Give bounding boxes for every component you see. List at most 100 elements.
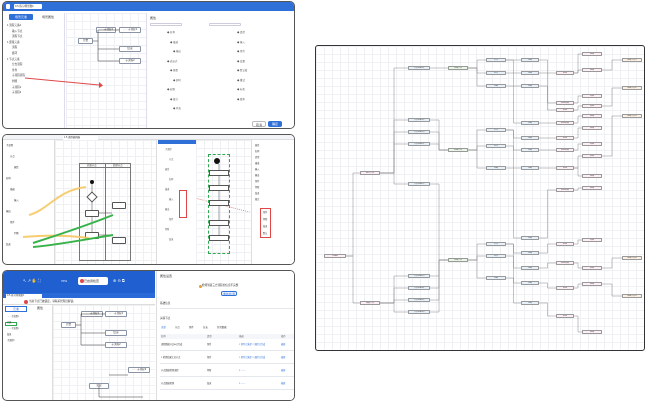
mindmap-node[interactable]: +节点流程1.3: [408, 130, 430, 134]
node-box[interactable]: 结束: [105, 330, 127, 336]
highlight-item[interactable]: 结束: [263, 226, 268, 228]
tree-item[interactable]: 循环: [12, 52, 18, 55]
mindmap-node[interactable]: +检测结果: [556, 261, 574, 265]
mindmap-node[interactable]: +流程节点: [448, 66, 468, 70]
process-node[interactable]: [209, 170, 229, 176]
mindmap-node[interactable]: +检测: [556, 314, 574, 318]
mindmap-node[interactable]: +判断: [486, 276, 506, 280]
mindmap-node[interactable]: +完成: [582, 174, 602, 178]
canvas[interactable]: ……子流程1 开始 ……子流程1 结束 子流程2: [66, 13, 146, 128]
mindmap-node[interactable]: +流程节点: [448, 258, 468, 262]
tree-item[interactable]: 流程节点: [12, 35, 23, 39]
process-node[interactable]: [112, 237, 126, 244]
tree-item[interactable]: 输入节点: [12, 29, 23, 33]
start-node[interactable]: [214, 158, 220, 164]
mindmap-node[interactable]: +检测: [556, 242, 574, 246]
file-tab[interactable]: 0.5 练习场景图1: [14, 4, 42, 9]
property-item[interactable]: ◆ 版本: [237, 97, 245, 101]
highlight-item[interactable]: 默认: [263, 233, 268, 235]
mindmap-canvas[interactable]: +Demo+执行节点+调度节点+节点流程1.1+节点流程1.2+节点流程1.3+…: [315, 45, 645, 351]
list-item[interactable]: 条件: [169, 219, 174, 221]
mindmap-node[interactable]: +完成: [582, 186, 602, 190]
tab-elements[interactable]: 场景元素: [9, 14, 33, 20]
filter-input[interactable]: [209, 23, 241, 26]
tree-item[interactable]: 子流程1: [12, 85, 22, 89]
row-action-link[interactable]: 编辑: [281, 357, 286, 359]
tree-item[interactable]: 分支流程: [12, 63, 23, 67]
mindmap-node[interactable]: +条件: [486, 254, 506, 258]
mindmap-node[interactable]: +检测: [556, 166, 574, 170]
mindmap-node[interactable]: +完成: [582, 126, 602, 130]
canvas-2[interactable]: [196, 140, 251, 264]
tree-item[interactable]: 条件: [12, 68, 18, 72]
node-box[interactable]: ……子流程3: [128, 367, 150, 373]
mindmap-node[interactable]: +分支: [486, 242, 506, 246]
mindmap-node[interactable]: +流程节点: [448, 148, 468, 152]
mindmap-node[interactable]: +检测结果: [556, 148, 574, 152]
tree-item[interactable]: 条件: [10, 221, 15, 224]
mindmap-node[interactable]: +判断: [521, 148, 539, 152]
mindmap-node[interactable]: +完成: [582, 52, 602, 56]
mindmap-node[interactable]: +判断: [521, 84, 539, 88]
mindmap-node[interactable]: +数据节点1: [622, 58, 642, 62]
property-row[interactable]: 输出: [255, 175, 260, 177]
tab-properties[interactable]: 场景属性: [41, 15, 54, 19]
list-item[interactable]: 子流程: [165, 149, 172, 151]
list-item[interactable]: 描述: [165, 189, 170, 191]
tab-elements[interactable]: 元素: [5, 306, 27, 312]
node-box[interactable]: 开始: [61, 322, 76, 328]
subtab[interactable]: 节点: [175, 326, 180, 329]
mindmap-node[interactable]: +数据节点3: [622, 114, 642, 118]
cancel-button[interactable]: 取消: [252, 121, 266, 127]
property-item[interactable]: ◆ 描述: [170, 40, 178, 44]
mindmap-node[interactable]: +节点流程1.1: [408, 66, 430, 70]
mindmap-node[interactable]: +条件: [486, 144, 506, 148]
property-item[interactable]: ◆ 超时: [173, 78, 181, 82]
property-item[interactable]: ◆ 条件: [237, 50, 245, 53]
mindmap-node[interactable]: +完成: [582, 282, 602, 286]
list-item[interactable]: 输出: [165, 209, 170, 211]
mindmap-node[interactable]: +节点流程1.2: [408, 118, 430, 122]
mindmap-node[interactable]: +执行节点: [360, 171, 380, 175]
mindmap-node[interactable]: +结束: [582, 104, 602, 108]
element-item[interactable]: 开始: [7, 322, 12, 324]
process-node[interactable]: [209, 220, 229, 226]
highlight-item[interactable]: 判断: [263, 219, 268, 221]
tree-item[interactable]: 输出: [6, 210, 11, 213]
property-item[interactable]: ◆ 表达式: [167, 59, 178, 63]
process-node[interactable]: [209, 235, 229, 241]
process-node[interactable]: [209, 185, 229, 191]
row-action-link[interactable]: 编辑: [281, 344, 286, 346]
mindmap-node[interactable]: +结束: [582, 238, 602, 242]
row-action-link[interactable]: 编辑: [281, 383, 286, 385]
property-item[interactable]: ◆ 默认值: [237, 69, 248, 72]
process-node[interactable]: [85, 210, 99, 217]
property-item[interactable]: ◆ 输出: [173, 50, 181, 53]
list-item[interactable]: 名称: [169, 179, 174, 181]
tree-item[interactable]: 1 逻辑元素: [7, 40, 20, 44]
mindmap-node[interactable]: +检测结果: [556, 101, 574, 105]
property-item[interactable]: ◆ 标签: [237, 88, 245, 91]
mindmap-node[interactable]: +判断: [521, 58, 539, 62]
mindmap-node[interactable]: +结束: [582, 142, 602, 146]
element-item[interactable]: ……子流程1: [7, 316, 20, 318]
tree-item[interactable]: 节点: [10, 155, 15, 158]
tree-item[interactable]: 输入: [14, 199, 19, 202]
canvas[interactable]: 开始节点 处理节点: [55, 140, 156, 264]
subtab[interactable]: 全部: [161, 326, 166, 329]
tree-item[interactable]: 流程: [12, 46, 18, 50]
list-item[interactable]: 节点: [169, 159, 174, 161]
mindmap-node[interactable]: +判断: [521, 281, 539, 285]
property-row[interactable]: 条件: [255, 181, 260, 183]
file-tab[interactable]: 0.5 练习场景图1: [6, 293, 42, 298]
mindmap-node[interactable]: +数据节点4: [622, 256, 642, 260]
list-item[interactable]: 结束: [169, 239, 174, 241]
tree-item[interactable]: 子流程: [6, 144, 14, 147]
element-item[interactable]: ……子流程1: [7, 328, 20, 330]
zoom-level[interactable]: 70%: [61, 279, 68, 283]
property-row[interactable]: 结束: [255, 193, 260, 195]
property-row[interactable]: 属性: [255, 145, 260, 147]
subtab[interactable]: 分支: [203, 326, 208, 329]
mindmap-node[interactable]: +节点流程2.1: [408, 142, 430, 146]
property-item[interactable]: ◆ 备注: [170, 97, 178, 101]
